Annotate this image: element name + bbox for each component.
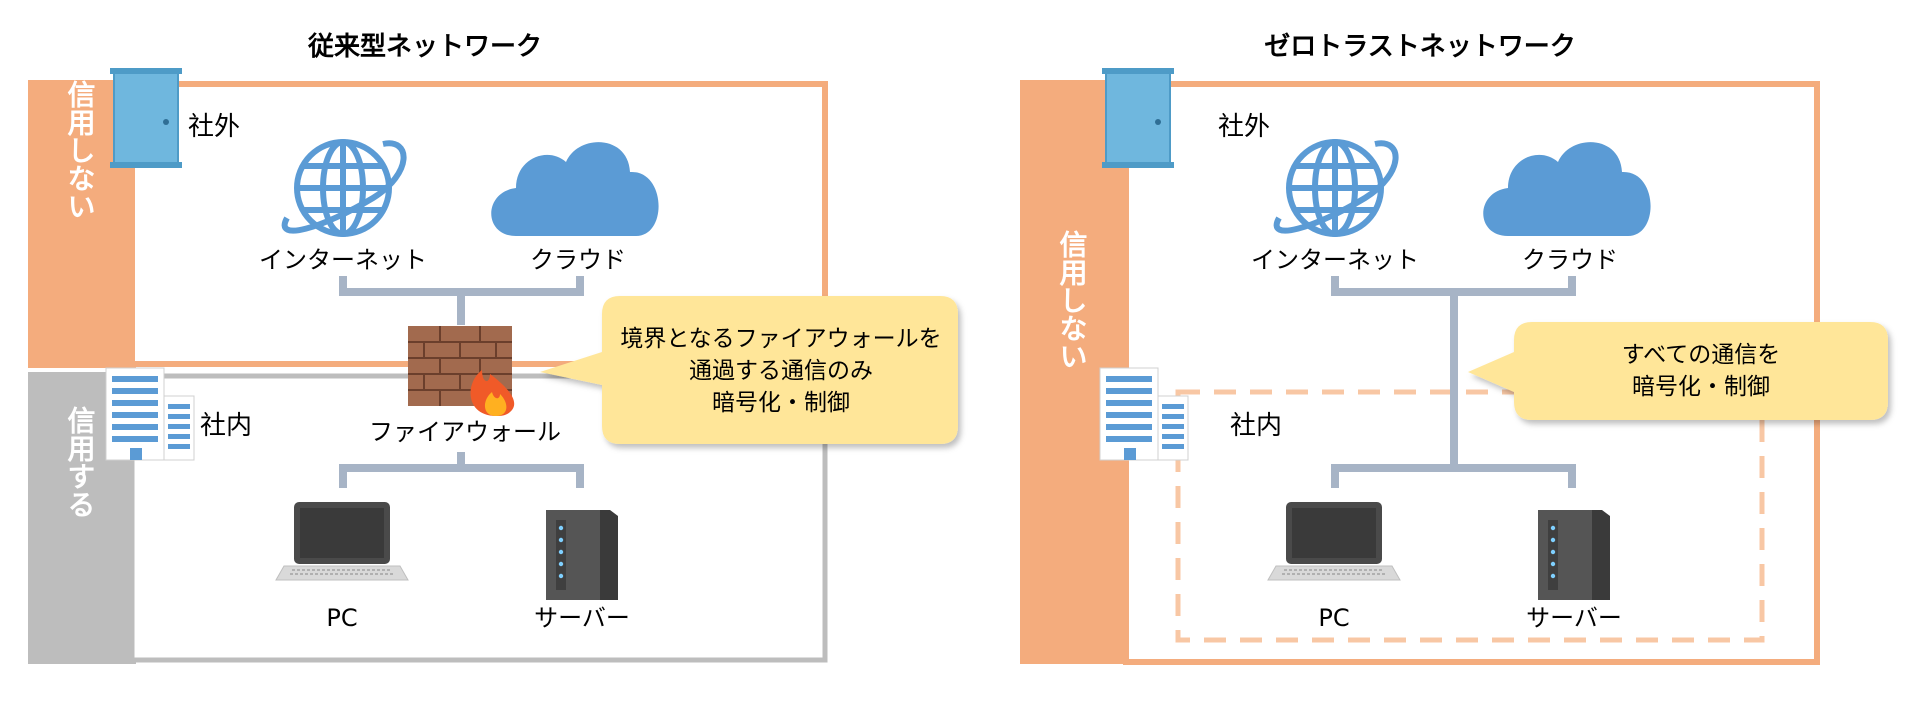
right-connectors: [1331, 276, 1576, 488]
right-callout: [1468, 322, 1888, 420]
right-server-label: サーバー: [1526, 604, 1622, 632]
right-diagram: ゼロトラストネットワーク 信用しない 社外 社内 インターネット クラウド PC…: [1020, 32, 1888, 665]
left-callout-line-1: 境界となるファイアウォールを: [620, 326, 941, 352]
left-outside-label: 社外: [188, 112, 240, 142]
right-cloud-label: クラウド: [1522, 246, 1618, 274]
left-cloud-label: クラウド: [530, 246, 626, 274]
door-icon: [109, 67, 183, 169]
laptop-icon: [275, 501, 409, 581]
right-title: ゼロトラストネットワーク: [1264, 32, 1575, 62]
left-connectors: [339, 276, 584, 488]
laptop-icon: [1267, 501, 1401, 581]
left-diagram: 従来型ネットワーク 信用しない 信用する 社外 社内 インターネット クラウド: [28, 32, 958, 664]
right-callout-line-2: 暗号化・制御: [1632, 374, 1770, 400]
left-callout-line-2: 通過する通信のみ: [689, 358, 873, 384]
left-callout-line-3: 暗号化・制御: [712, 390, 850, 416]
server-icon: [1538, 510, 1610, 600]
door-icon: [1101, 67, 1175, 169]
server-icon: [546, 510, 618, 600]
firewall-icon: [407, 325, 516, 417]
left-firewall-label: ファイアウォール: [369, 418, 561, 446]
right-internet-label: インターネット: [1251, 246, 1419, 274]
right-untrusted-label: 信用しない: [1056, 230, 1089, 370]
left-title: 従来型ネットワーク: [307, 32, 542, 62]
left-callout: [540, 296, 958, 444]
left-internet-label: インターネット: [259, 246, 427, 274]
left-server-label: サーバー: [534, 604, 630, 632]
left-inside-label: 社内: [200, 411, 252, 441]
right-callout-line-1: すべての通信を: [1622, 342, 1780, 368]
right-inside-dashed-box: [1175, 389, 1765, 643]
right-outside-label: 社外: [1218, 112, 1270, 142]
left-trusted-label: 信用する: [64, 406, 97, 518]
left-pc-label: PC: [326, 604, 357, 632]
right-pc-label: PC: [1318, 604, 1349, 632]
right-inside-label: 社内: [1230, 411, 1282, 441]
left-untrusted-label: 信用しない: [64, 80, 97, 220]
